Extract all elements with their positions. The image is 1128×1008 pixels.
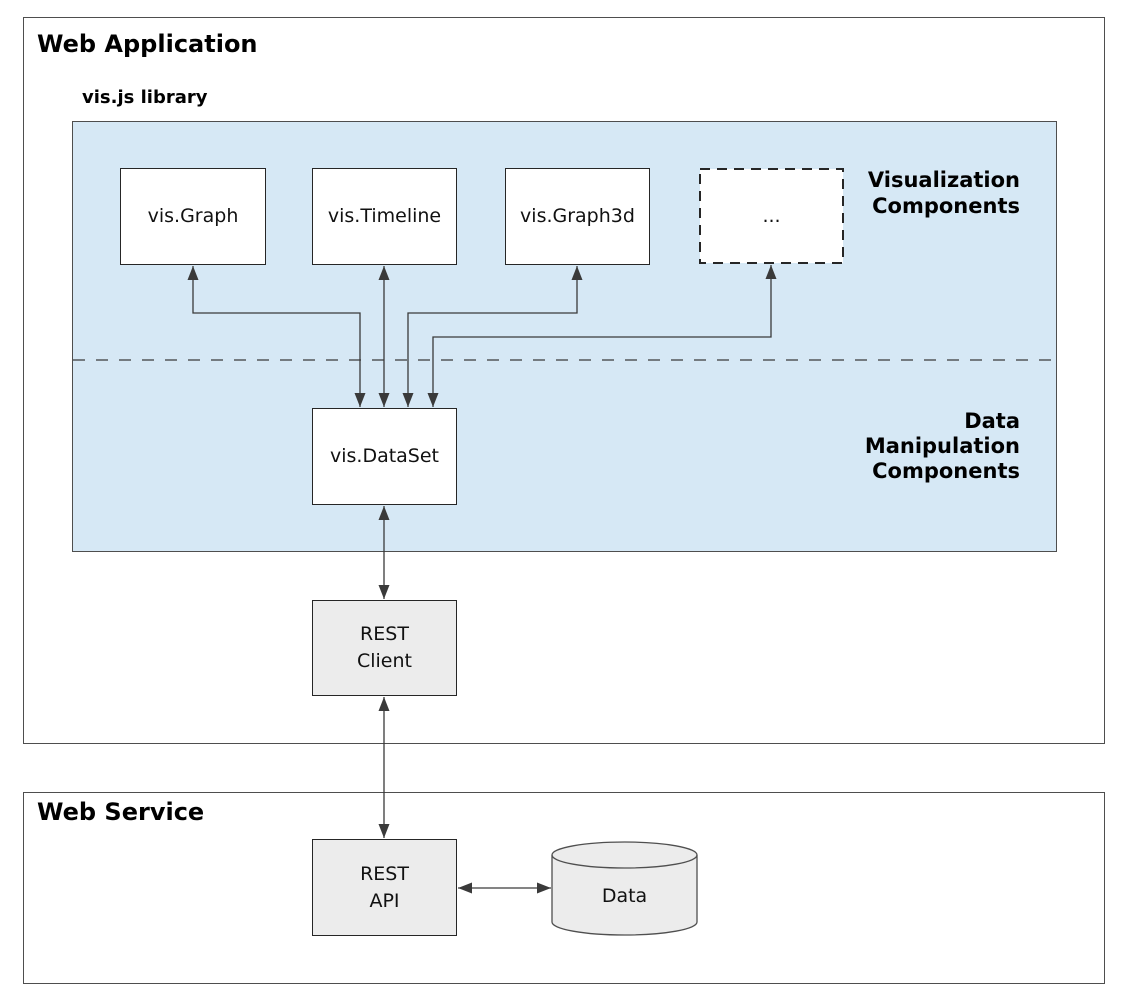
node-more-components-label: ... — [762, 204, 781, 227]
node-more-components: ... — [699, 168, 844, 264]
node-rest-client: REST Client — [312, 600, 457, 696]
web-application-title: Web Application — [37, 30, 258, 58]
data-manipulation-components-label: Data Manipulation Components — [864, 409, 1020, 483]
node-vis-graph: vis.Graph — [120, 168, 266, 265]
web-service-title: Web Service — [37, 798, 205, 826]
node-rest-api-label: REST API — [360, 862, 409, 912]
node-vis-timeline: vis.Timeline — [312, 168, 457, 265]
node-rest-client-label: REST Client — [356, 623, 412, 672]
dashed-border — [699, 168, 844, 264]
node-vis-graph3d-label: vis.Graph3d — [520, 205, 635, 227]
node-rest-api: REST API — [312, 839, 457, 936]
node-data-store-label: Data — [601, 885, 648, 907]
visualization-components-label: Visualization Components — [867, 168, 1020, 218]
node-vis-dataset: vis.DataSet — [312, 408, 457, 505]
visjs-library-title: vis.js library — [82, 87, 208, 108]
node-vis-graph-label: vis.Graph — [147, 205, 239, 227]
node-vis-graph3d: vis.Graph3d — [505, 168, 650, 265]
node-vis-timeline-label: vis.Timeline — [327, 205, 442, 227]
node-vis-dataset-label: vis.DataSet — [329, 445, 440, 467]
